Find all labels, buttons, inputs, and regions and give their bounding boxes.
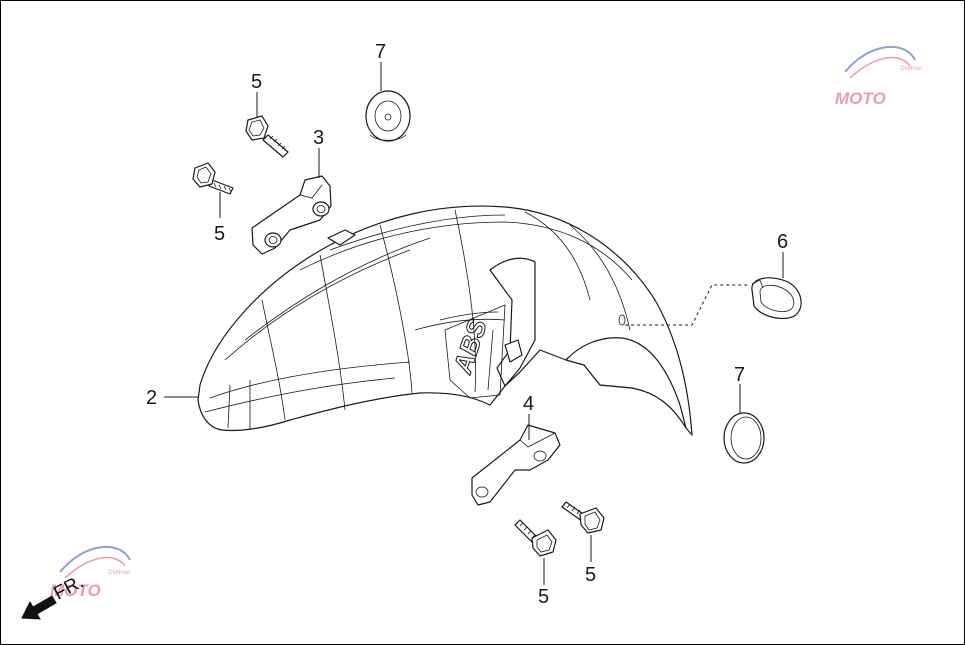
callout-5-lower: 5 (214, 223, 225, 245)
callout-7-right: 7 (734, 364, 745, 386)
part-6-clip (751, 277, 802, 319)
watermark-top: MOTO Oshinso (835, 45, 923, 108)
callout-5-bottom-right: 5 (585, 564, 596, 586)
callout-5-bottom-left: 5 (538, 586, 549, 608)
callout-4: 4 (523, 393, 534, 415)
callout-3: 3 (313, 127, 324, 149)
watermark-brand-top: MOTO (835, 89, 886, 108)
watermark-bottom: MOTO Oshinso (50, 545, 131, 600)
watermark-brand-bottom: MOTO (50, 581, 101, 600)
callout-5-upper: 5 (251, 71, 262, 93)
part-7-cap-right (723, 412, 765, 464)
front-arrow-icon (21, 595, 57, 620)
part-2-front-fender: ABS (197, 205, 693, 436)
part-7-cap-top (365, 90, 411, 142)
part-5-bolt-bottom-left (514, 519, 557, 557)
part-5-bolt-lower (192, 162, 234, 195)
callout-6: 6 (777, 231, 788, 253)
watermark-sub-top: Oshinso (900, 66, 923, 72)
part-5-bolt-bottom-right (561, 501, 605, 534)
callout-2: 2 (146, 387, 157, 409)
part-5-bolt-upper (245, 115, 289, 158)
front-direction-indicator: FR. (21, 572, 87, 620)
part-3-bracket (251, 175, 332, 255)
part-4-bracket (471, 424, 561, 506)
watermark-sub-bottom: Oshinso (108, 570, 131, 576)
callout-7-top: 7 (375, 41, 386, 63)
